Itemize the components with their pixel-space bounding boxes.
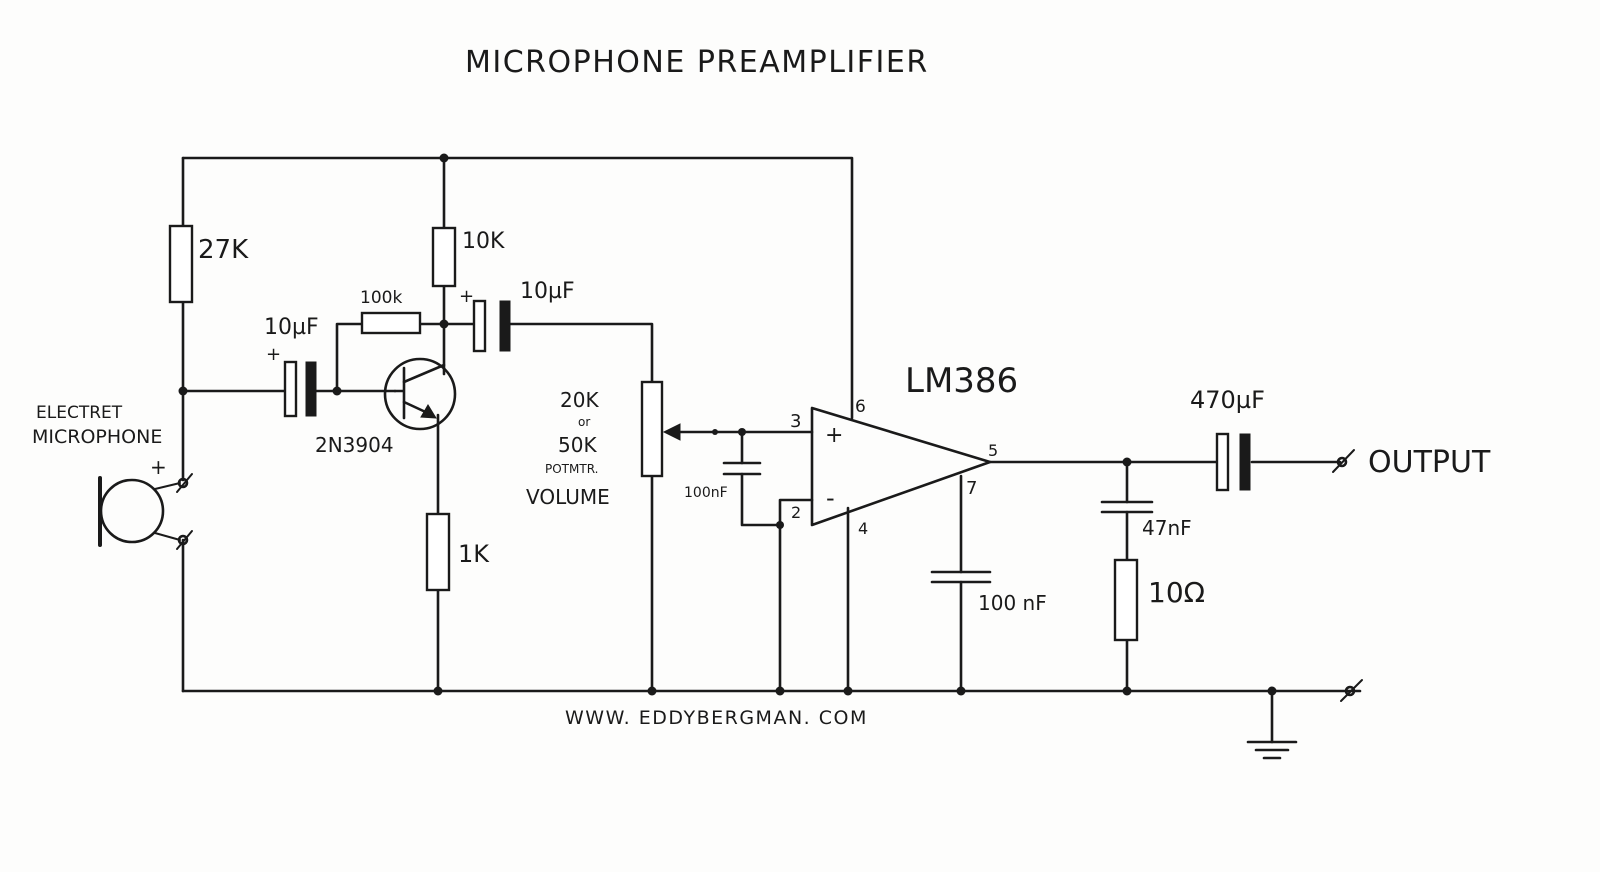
label-lm386: LM386 — [905, 361, 1018, 401]
junction-dot — [1122, 457, 1132, 467]
filter-cap-wire — [740, 430, 782, 527]
capacitor-100nf-pin7 — [930, 570, 992, 584]
junction-dot — [332, 386, 342, 396]
resistor-100k — [360, 311, 422, 335]
label-output: OUTPUT — [1368, 445, 1491, 480]
label-10uf-output: 10µF — [520, 279, 575, 304]
pot-wiper-arrow — [662, 423, 681, 441]
junction-dot — [439, 319, 449, 329]
label-2n3904: 2N3904 — [315, 433, 394, 457]
transistor-2n3904 — [383, 357, 457, 431]
resistor-27k — [168, 224, 194, 304]
collector-output-wire — [442, 322, 654, 384]
junction-dot — [439, 153, 449, 163]
label-mic-microphone: MICROPHONE — [32, 426, 162, 448]
junction-dot — [738, 428, 746, 436]
op-plus-input: + — [825, 423, 843, 448]
label-27k: 27K — [198, 235, 249, 265]
resistor-10k — [431, 226, 457, 288]
label-100k: 100k — [360, 288, 402, 308]
label-10-ohm: 10Ω — [1148, 576, 1205, 609]
capacitor-100nf-input — [722, 461, 762, 476]
label-470uf: 470µF — [1190, 386, 1265, 414]
capacitor-10uf-input — [283, 360, 317, 418]
label-pot-50k: 50K — [558, 433, 597, 457]
resistor-10-ohm — [1113, 558, 1139, 642]
ground-symbol — [1246, 740, 1298, 760]
diagram-title: MICROPHONE PREAMPLIFIER — [465, 45, 929, 80]
junction-dot — [178, 386, 188, 396]
pin-3: 3 — [790, 411, 801, 432]
label-pot-or: or — [578, 415, 590, 429]
junctions — [178, 153, 1277, 696]
terminals — [176, 449, 1363, 702]
capacitor-470uf — [1215, 432, 1251, 492]
pin-2: 2 — [791, 503, 801, 522]
label-10k: 10K — [462, 229, 505, 254]
label-1k: 1K — [458, 540, 490, 568]
label-pot-20k: 20K — [560, 388, 599, 412]
label-100nf-input: 100nF — [684, 485, 728, 501]
label-47nf: 47nF — [1142, 516, 1192, 540]
pin-7: 7 — [966, 478, 977, 499]
junction-dot — [1122, 686, 1132, 696]
supply-rail — [181, 156, 854, 420]
label-100nf-pin7: 100 nF — [978, 591, 1047, 615]
pin2-ground-wire — [778, 498, 814, 693]
junction-dot — [776, 521, 784, 529]
capacitor-47nf — [1100, 500, 1154, 514]
label-mic-electret: ELECTRET — [36, 403, 123, 423]
junction-dot — [956, 686, 966, 696]
label-pot-potmtr: POTMTR. — [545, 462, 598, 476]
plus-10uf-input: + — [266, 344, 281, 365]
capacitor-10uf-output — [472, 299, 511, 353]
label-pot-volume: VOLUME — [526, 485, 610, 509]
junction-dot — [775, 686, 785, 696]
junction-dot — [647, 686, 657, 696]
junction-dot — [1267, 686, 1277, 696]
junction-dot — [843, 686, 853, 696]
lm386-amplifier — [810, 406, 992, 527]
wiring — [181, 156, 1362, 744]
junction-dot — [712, 429, 718, 435]
electret-microphone — [98, 476, 181, 547]
mic-plus: + — [150, 455, 167, 479]
website-footer: WWW. EDDYBERGMAN. COM — [565, 707, 868, 729]
pin-4: 4 — [858, 519, 868, 538]
label-10uf-input: 10µF — [264, 315, 319, 340]
op-minus-input: - — [826, 484, 835, 512]
pin-6: 6 — [855, 397, 866, 417]
potentiometer — [640, 380, 664, 478]
plus-10uf-output: + — [459, 286, 474, 307]
pin-5: 5 — [988, 441, 998, 460]
junction-dot — [433, 686, 443, 696]
resistor-1k — [425, 512, 451, 592]
